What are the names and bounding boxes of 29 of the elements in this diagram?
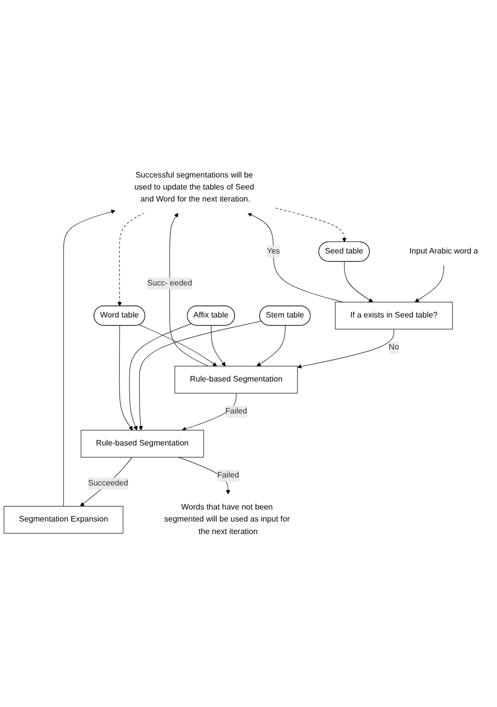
arrow [210, 325, 226, 366]
arrow [119, 325, 133, 430]
arrow [178, 456, 230, 494]
arrow [80, 456, 132, 506]
edge-label: Succ- eeded [147, 278, 192, 288]
arrow [138, 320, 262, 430]
arrow [297, 328, 394, 368]
node-box: Segmentation Expansion [4, 506, 124, 534]
edge-label: Yes [266, 246, 280, 256]
edge-label: Succeeded [88, 479, 128, 488]
arrow [169, 212, 208, 366]
arrow [344, 261, 374, 302]
node-box: Rule-based Segmentation [80, 430, 204, 458]
node-box: Rule-based Segmentation [174, 366, 298, 394]
arrow [63, 209, 116, 506]
arrow [275, 208, 346, 242]
edge-label: Failed [217, 471, 240, 480]
arrow [129, 323, 192, 430]
node-text: Input Arabic word a [409, 246, 478, 256]
arrow [414, 264, 444, 302]
arrow [256, 325, 286, 366]
arrow [117, 212, 145, 306]
node-box: If a exists in Seed table? [335, 302, 453, 330]
node-text: Words that have not been segmented will be used as input for the next iteration [164, 503, 290, 536]
edge-label: No [388, 342, 400, 352]
arrow [182, 392, 236, 431]
node-text: Successful segmentations will be used to update the tables of Seed and Word for the next iteration. [134, 170, 254, 204]
arrow [139, 324, 218, 366]
edge-label: Failed [225, 407, 248, 416]
